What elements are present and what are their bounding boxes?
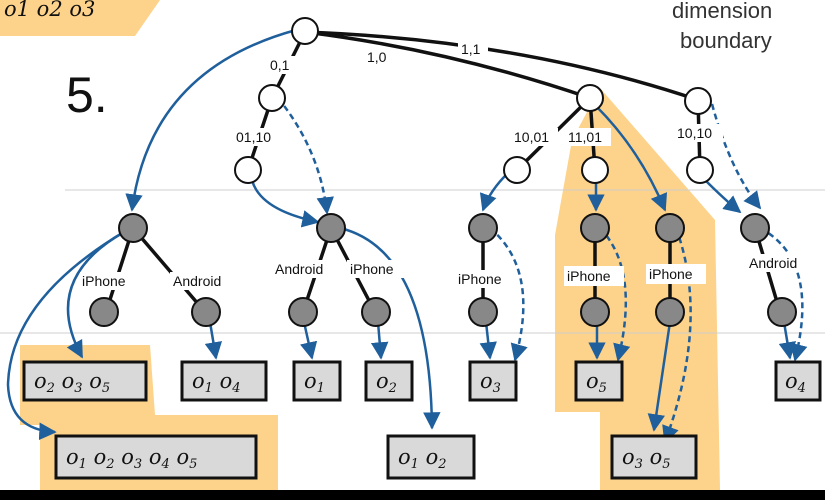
tree-node xyxy=(740,213,770,243)
highlight-corner xyxy=(0,0,160,36)
tree-node xyxy=(316,213,346,243)
tree-node xyxy=(655,213,685,243)
subscript: 1 xyxy=(205,381,213,396)
subscript: 2 xyxy=(46,381,55,396)
subscript: 3 xyxy=(493,381,501,396)
result-box xyxy=(180,360,268,402)
attribute-nodes xyxy=(89,213,797,327)
subscript: 4 xyxy=(160,457,169,472)
result-boxes xyxy=(22,360,822,480)
edge-label: 01,10 xyxy=(236,129,271,145)
tree-node xyxy=(191,297,221,327)
subscript: 3 xyxy=(74,381,82,396)
result-box xyxy=(292,360,342,402)
tree-node xyxy=(684,87,712,115)
tree-node xyxy=(580,213,610,243)
leaf-label: iPhone xyxy=(82,273,126,289)
result-box xyxy=(386,434,476,480)
subscript: 2 xyxy=(105,457,114,472)
tree-node xyxy=(468,297,498,327)
tree-node xyxy=(468,213,498,243)
leaf-label: Android xyxy=(749,255,797,271)
subscript: 5 xyxy=(662,457,670,472)
result-box-text: o3 o5 xyxy=(622,445,671,472)
highlight-middle-region xyxy=(555,88,720,490)
header-label: boundary xyxy=(680,28,772,53)
tree-node xyxy=(767,297,797,327)
edge-label: 10,01 xyxy=(514,129,549,145)
subscript: 5 xyxy=(599,381,607,396)
result-box xyxy=(22,360,148,402)
subscript: 1 xyxy=(411,457,419,472)
corner-partial-text: o1 o2 o3 xyxy=(4,0,95,21)
leaf-labels: iPhone Android Android iPhone iPhone iPh… xyxy=(80,254,814,290)
leaf-label: Android xyxy=(275,261,323,277)
subscript: 5 xyxy=(189,457,197,472)
result-box xyxy=(364,360,414,402)
result-box xyxy=(610,434,698,480)
subscript: 3 xyxy=(635,457,643,472)
result-box xyxy=(54,434,258,480)
leaf-label: Android xyxy=(173,273,221,289)
result-terms: o2 o3 o5 o1 o4 o1 o2 o3 o5 o4 o1 o2 o3 o… xyxy=(34,369,806,472)
result-box-text: o1 o2 o3 o4 o5 xyxy=(66,445,197,472)
tree-node xyxy=(581,156,609,184)
edge-label: 10,10 xyxy=(677,125,712,141)
edge-label: 1,0 xyxy=(367,49,387,65)
leaf-label: iPhone xyxy=(567,268,611,284)
subscript: 4 xyxy=(231,381,240,396)
tree-node xyxy=(258,84,286,112)
subscript: 2 xyxy=(437,457,446,472)
edge-label: 11,01 xyxy=(568,129,602,145)
result-box xyxy=(774,360,822,402)
subscript: 5 xyxy=(102,381,110,396)
boundary-nodes xyxy=(234,17,714,184)
leaf-label: iPhone xyxy=(458,271,502,287)
tree-node xyxy=(288,297,318,327)
tree-node xyxy=(118,213,148,243)
subscript: 4 xyxy=(797,381,806,396)
leaf-label: iPhone xyxy=(350,261,394,277)
edge-labels: 0,1 1,0 1,1 01,10 10,01 11,01 10,10 xyxy=(234,40,723,146)
tree-node xyxy=(361,297,391,327)
result-box-text: o2 o3 o5 xyxy=(34,369,110,396)
tree-node xyxy=(686,156,714,184)
root-node xyxy=(291,17,319,45)
header-partial: dimension xyxy=(672,0,772,23)
tree-node xyxy=(655,297,685,327)
subscript: 2 xyxy=(388,381,397,396)
step-number: 5. xyxy=(66,67,108,123)
tree-node xyxy=(580,297,610,327)
tree-node xyxy=(503,156,531,184)
result-box xyxy=(574,360,624,402)
tree-node xyxy=(576,84,604,112)
edge-label: 0,1 xyxy=(270,57,290,73)
tree-node xyxy=(89,297,119,327)
result-box xyxy=(468,360,518,402)
tree-node xyxy=(234,156,262,184)
dashed-edges xyxy=(277,97,808,444)
subscript: 1 xyxy=(79,457,87,472)
subscript: 1 xyxy=(317,381,325,396)
edge-label: 1,1 xyxy=(461,41,481,57)
leaf-label: iPhone xyxy=(649,266,693,282)
subscript: 3 xyxy=(134,457,142,472)
